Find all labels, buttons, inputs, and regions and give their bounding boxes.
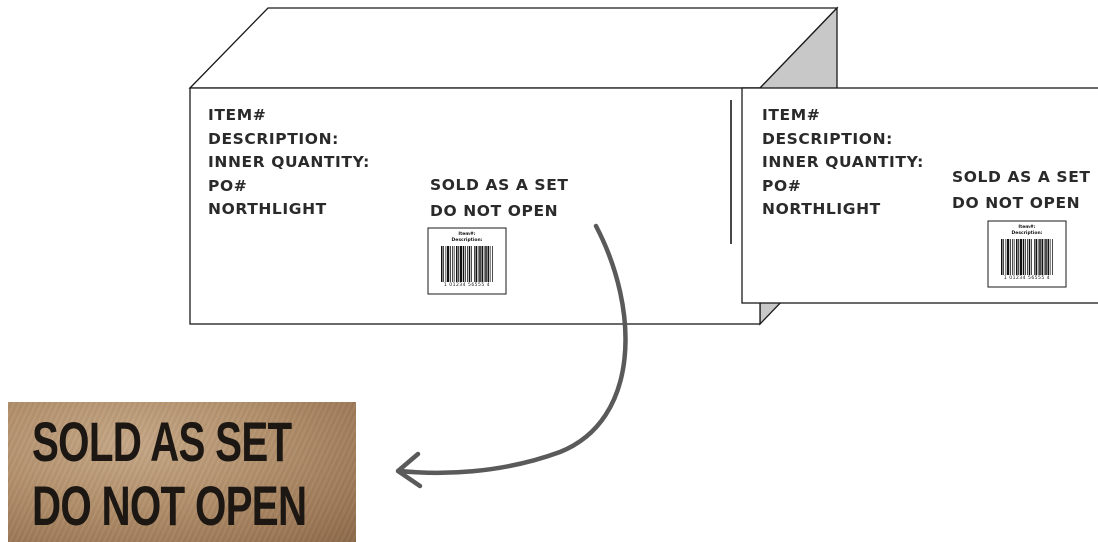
- barcode-bar: [1010, 239, 1011, 275]
- barcode-bar: [1007, 239, 1009, 275]
- barcode-bar: [1039, 239, 1041, 275]
- barcode-bar: [1031, 239, 1032, 275]
- barcode-bar: [1048, 239, 1050, 275]
- barcode-bar: [1027, 239, 1028, 275]
- barcode-bar: [1020, 239, 1022, 275]
- barcode-bar: [1023, 239, 1025, 275]
- barcode-bar: [1014, 239, 1015, 275]
- box-top-face: [190, 8, 837, 88]
- barcode-bar: [1038, 239, 1039, 275]
- barcode-bar: [469, 246, 471, 282]
- barcode-bar: [1006, 239, 1007, 275]
- side-po-line: PO#: [762, 175, 924, 199]
- side-set-label: SOLD AS A SET DO NOT OPEN: [952, 164, 1091, 216]
- photo-do-not-open: DO NOT OPEN: [32, 478, 306, 534]
- barcode-bar: [452, 246, 453, 282]
- cardboard-stamp-photo: SOLD AS SET DO NOT OPEN: [8, 402, 356, 542]
- barcode-bar: [476, 246, 478, 282]
- front-info-lines: ITEM# DESCRIPTION: INNER QUANTITY: PO# N…: [208, 104, 370, 222]
- barcode-bar: [447, 246, 449, 282]
- front-barcode-subtitle: Description:: [428, 238, 506, 243]
- side-barcode-title: Item#:: [988, 225, 1066, 230]
- barcode-bar: [1029, 239, 1031, 275]
- front-item-line: ITEM#: [208, 104, 370, 128]
- barcode-bar: [478, 246, 479, 282]
- side-inner-quantity-line: INNER QUANTITY:: [762, 151, 924, 175]
- barcode-bar: [1052, 239, 1053, 275]
- barcode-bar: [465, 246, 466, 282]
- barcode-bar: [443, 246, 444, 282]
- front-do-not-open: DO NOT OPEN: [430, 198, 569, 224]
- front-set-label: SOLD AS A SET DO NOT OPEN: [430, 172, 569, 224]
- barcode-bar: [456, 246, 458, 282]
- front-barcode-number: 1 01234 56555 4: [428, 283, 506, 288]
- barcode-bar: [1025, 239, 1026, 275]
- side-item-line: ITEM#: [762, 104, 924, 128]
- front-brand-line: NORTHLIGHT: [208, 198, 370, 222]
- barcode-bar: [479, 246, 481, 282]
- barcode-bar: [488, 246, 490, 282]
- barcode-bar: [1050, 239, 1051, 275]
- barcode-bar: [1042, 239, 1044, 275]
- barcode-bar: [463, 246, 465, 282]
- barcode-bar: [1045, 239, 1047, 275]
- barcode-bar: [1018, 239, 1019, 275]
- front-sold-as-set: SOLD AS A SET: [430, 172, 569, 198]
- barcode-bar: [450, 246, 451, 282]
- side-do-not-open: DO NOT OPEN: [952, 190, 1091, 216]
- barcode-bar: [441, 246, 443, 282]
- photo-sold-as-set: SOLD AS SET: [32, 414, 291, 470]
- barcode-bar: [485, 246, 487, 282]
- barcode-bar: [490, 246, 491, 282]
- side-brand-line: NORTHLIGHT: [762, 198, 924, 222]
- barcode-bar: [467, 246, 468, 282]
- side-barcode-subtitle: Description:: [988, 231, 1066, 236]
- barcode-bar: [484, 246, 485, 282]
- barcode-bar: [1034, 239, 1035, 275]
- barcode-bar: [1001, 239, 1003, 275]
- barcode-bar: [454, 246, 455, 282]
- barcode-bar: [1036, 239, 1038, 275]
- barcode-bar: [492, 246, 493, 282]
- side-barcode-number: 1 01234 56555 4: [988, 276, 1066, 281]
- front-description-line: DESCRIPTION:: [208, 128, 370, 152]
- side-description-line: DESCRIPTION:: [762, 128, 924, 152]
- barcode-bar: [458, 246, 459, 282]
- barcode-bar: [1044, 239, 1045, 275]
- front-po-line: PO#: [208, 175, 370, 199]
- side-sold-as-set: SOLD AS A SET: [952, 164, 1091, 190]
- front-barcode-title: Item#:: [428, 232, 506, 237]
- barcode-bar: [446, 246, 447, 282]
- side-info-lines: ITEM# DESCRIPTION: INNER QUANTITY: PO# N…: [762, 104, 924, 222]
- barcode-bar: [1012, 239, 1013, 275]
- barcode-bar: [471, 246, 472, 282]
- barcode-bar: [474, 246, 475, 282]
- barcode-bar: [1003, 239, 1004, 275]
- front-inner-quantity-line: INNER QUANTITY:: [208, 151, 370, 175]
- barcode-bar: [482, 246, 484, 282]
- barcode-bar: [1016, 239, 1018, 275]
- barcode-bar: [460, 246, 462, 282]
